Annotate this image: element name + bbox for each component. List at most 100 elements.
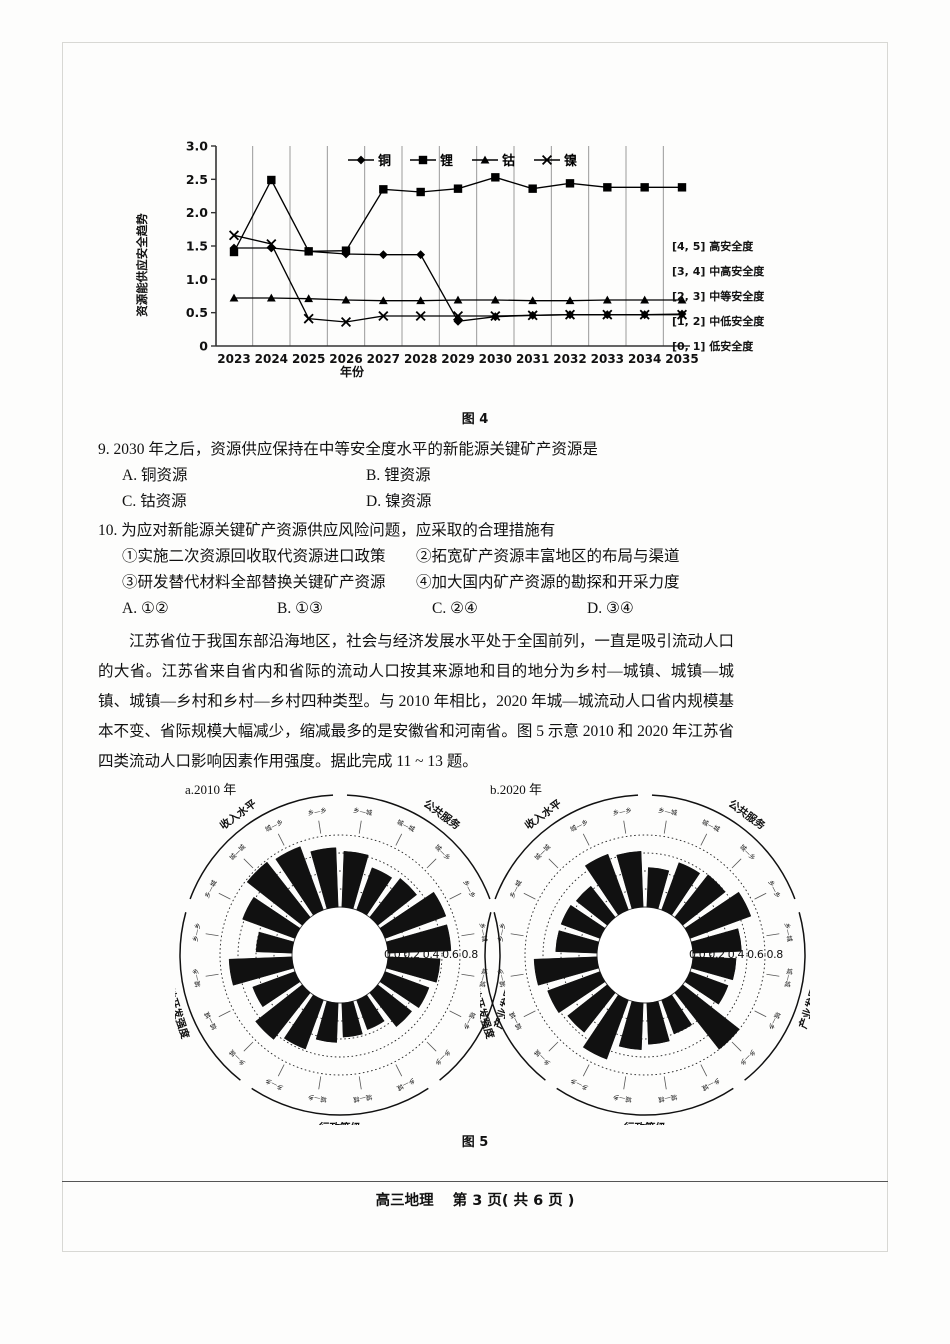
svg-text:2.0: 2.0 <box>186 205 208 220</box>
svg-text:公共服务: 公共服务 <box>421 797 463 832</box>
svg-text:镍: 镍 <box>564 153 577 169</box>
svg-text:收入水平: 收入水平 <box>522 797 564 832</box>
svg-text:1.5: 1.5 <box>186 239 208 254</box>
figure-4-line-chart: 资源能供应安全趋势 0 0.5 1.0 1.5 2.0 2.5 3.0 2023 2024 20… <box>135 138 870 388</box>
svg-text:乡—城: 乡—城 <box>700 1076 721 1092</box>
rose-panel-b: b.2020 年 乡—城城—城城—乡乡—乡乡—城城—城城—乡乡—乡乡—城城—城城… <box>465 775 822 1134</box>
svg-text:乡—城: 乡—城 <box>353 806 374 817</box>
statement-2: ②拓宽矿产资源丰富地区的布局与渠道 <box>416 548 680 565</box>
svg-text:2029: 2029 <box>441 352 474 366</box>
svg-text:2026: 2026 <box>329 352 362 366</box>
svg-text:乡—乡: 乡—乡 <box>191 922 202 942</box>
svg-text:乡—乡: 乡—乡 <box>766 879 782 900</box>
svg-text:钴: 钴 <box>502 153 515 169</box>
option-d[interactable]: D. ③④ <box>587 600 634 617</box>
svg-text:城—乡: 城—乡 <box>264 818 285 834</box>
option-b[interactable]: B. ①③ <box>277 600 323 617</box>
question-10-options-row: A. ①② B. ①③ C. ②④ D. ③④ <box>98 596 738 622</box>
svg-text:乡—乡: 乡—乡 <box>264 1076 285 1092</box>
svg-text:2034: 2034 <box>628 352 661 366</box>
svg-text:0.5: 0.5 <box>186 305 208 320</box>
svg-text:乡—城: 乡—城 <box>508 878 524 899</box>
option-a[interactable]: A. 铜资源 <box>122 467 188 484</box>
figure-4-caption: 图 4 <box>461 412 489 427</box>
svg-text:城—乡: 城—乡 <box>612 1093 632 1104</box>
svg-text:2030: 2030 <box>479 352 512 366</box>
svg-text:铜: 铜 <box>377 153 391 169</box>
svg-text:产业发展: 产业发展 <box>796 986 810 1030</box>
footer-subject: 高三地理 <box>375 1193 434 1209</box>
svg-text:城—城: 城—城 <box>478 968 489 989</box>
question-10-statements-row-2: ③研发替代材料全部替换关键矿产资源 ④加大国内矿产资源的勘探和开采力度 <box>98 570 738 596</box>
figure-5-rose-charts: a.2010 年 乡—城城—城城—乡乡—乡乡—城城—城城—乡乡—乡乡—城城—城城… <box>120 775 840 1134</box>
svg-text:乡—城: 乡—城 <box>783 922 794 943</box>
svg-text:2024: 2024 <box>255 352 288 366</box>
rose-b-svg: 乡—城城—城城—乡乡—乡乡—城城—城城—乡乡—乡乡—城城—城城—乡乡—乡乡—城城… <box>465 794 822 1134</box>
svg-text:乡—乡: 乡—乡 <box>307 806 327 817</box>
band-1: [3, 4] 中高安全度 <box>672 265 765 278</box>
svg-text:2033: 2033 <box>591 352 624 366</box>
question-9-stem: 9. 2030 年之后，资源供应保持在中等安全度水平的新能源关键矿产资源是 <box>98 441 598 458</box>
svg-text:城—城: 城—城 <box>352 1093 373 1104</box>
question-10-statements-row-1: ①实施二次资源回收取代资源进口政策 ②拓宽矿产资源丰富地区的布局与渠道 <box>98 544 738 570</box>
svg-text:乡—城: 乡—城 <box>658 806 679 817</box>
option-c[interactable]: C. 钴资源 <box>122 493 187 510</box>
svg-text:城—乡: 城—乡 <box>496 968 507 988</box>
question-9-options-row-1: A. 铜资源 B. 锂资源 <box>98 463 738 489</box>
svg-text:3.0: 3.0 <box>186 139 208 154</box>
option-c[interactable]: C. ②④ <box>432 600 478 617</box>
svg-text:城—城: 城—城 <box>395 818 416 834</box>
svg-text:城—城: 城—城 <box>203 1010 219 1031</box>
panel-b-title: b.2020 年 <box>490 782 543 797</box>
rose-a-svg: 乡—城城—城城—乡乡—乡乡—城城—城城—乡乡—乡乡—城城—城城—乡乡—乡乡—城城… <box>160 794 517 1134</box>
question-10-stem: 10. 为应对新能源关键矿产资源供应风险问题，应采取的合理措施有 <box>98 522 556 539</box>
svg-text:2023: 2023 <box>217 352 250 366</box>
band-2: [2, 3] 中等安全度 <box>672 290 765 303</box>
band-3: [1, 2] 中低安全度 <box>672 315 765 328</box>
footer-page: 第 3 页( 共 6 页 ) <box>452 1193 575 1209</box>
question-9-options-row-2: C. 钴资源 D. 镍资源 <box>98 489 738 515</box>
svg-text:2028: 2028 <box>404 352 437 366</box>
statement-1: ①实施二次资源回收取代资源进口政策 <box>122 548 386 565</box>
svg-text:城—城: 城—城 <box>657 1093 678 1104</box>
svg-text:1.0: 1.0 <box>186 272 208 287</box>
svg-text:2032: 2032 <box>553 352 586 366</box>
statement-3: ③研发替代材料全部替换关键矿产资源 <box>122 574 386 591</box>
y-axis-title: 资源能供应安全趋势 <box>135 213 149 317</box>
svg-text:城—乡: 城—乡 <box>307 1093 327 1104</box>
svg-text:乡—乡: 乡—乡 <box>569 1076 590 1092</box>
page-footer: 高三地理 第 3 页( 共 6 页 ) <box>62 1181 888 1210</box>
svg-text:2.5: 2.5 <box>186 172 208 187</box>
svg-text:城—乡: 城—乡 <box>766 1010 782 1031</box>
svg-text:0: 0 <box>199 339 208 354</box>
svg-text:行政等级: 行政等级 <box>318 1121 361 1125</box>
figure-5-caption: 图 5 <box>461 1135 489 1150</box>
svg-text:2025: 2025 <box>292 352 325 366</box>
band-0: [4, 5] 高安全度 <box>672 240 754 253</box>
svg-text:乡—城: 乡—城 <box>478 922 489 943</box>
question-10: 10. 为应对新能源关键矿产资源供应风险问题，应采取的合理措施有 ①实施二次资源… <box>98 518 738 622</box>
svg-text:乡—城: 乡—城 <box>203 878 219 899</box>
x-axis-title: 年份 <box>340 365 365 379</box>
band-4: [0, 1] 低安全度 <box>672 340 754 353</box>
panel-b-radial-scale: 0.0 0.2 0.4 0.6 0.8 <box>689 948 783 961</box>
option-a[interactable]: A. ①② <box>122 600 169 617</box>
statement-4: ④加大国内矿产资源的勘探和开采力度 <box>416 574 680 591</box>
svg-text:城—乡: 城—乡 <box>569 818 590 834</box>
svg-text:城—乡: 城—乡 <box>191 968 202 988</box>
svg-text:乡—乡: 乡—乡 <box>496 922 507 942</box>
question-9: 9. 2030 年之后，资源供应保持在中等安全度水平的新能源关键矿产资源是 A.… <box>98 437 738 515</box>
option-d[interactable]: D. 镍资源 <box>366 493 432 510</box>
option-b[interactable]: B. 锂资源 <box>366 467 431 484</box>
svg-text:锂: 锂 <box>440 153 453 169</box>
svg-text:2031: 2031 <box>516 352 549 366</box>
panel-a-radial-scale: 0.0 0.2 0.4 0.6 0.8 <box>384 948 478 961</box>
svg-text:乡—城: 乡—城 <box>395 1076 416 1092</box>
svg-text:城—城: 城—城 <box>783 968 794 989</box>
svg-text:城—城: 城—城 <box>508 1010 524 1031</box>
svg-text:乡—乡: 乡—乡 <box>612 806 632 817</box>
svg-text:公共服务: 公共服务 <box>726 797 768 832</box>
svg-text:2035: 2035 <box>665 352 698 366</box>
